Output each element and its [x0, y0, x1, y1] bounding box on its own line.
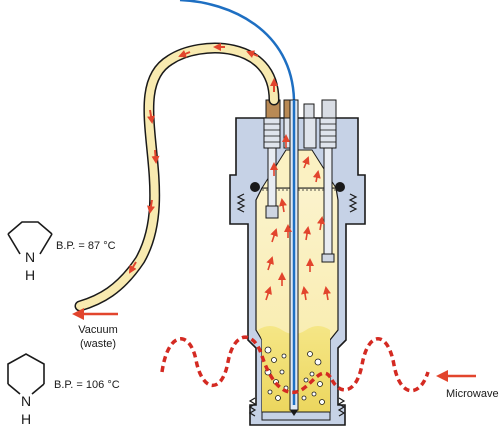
- microwave-label: Microwave: [446, 388, 499, 400]
- microwave-arrow: [436, 370, 476, 382]
- vacuum-arrow: [72, 308, 118, 320]
- fitting-grey-1: [303, 103, 315, 119]
- piperidine-h-atom: H: [21, 411, 31, 427]
- vessel-base: [261, 411, 331, 421]
- microwave-wave-left: [160, 335, 264, 388]
- microwave-wave-right: [330, 337, 430, 393]
- piperidine-n-atom: N: [21, 393, 31, 409]
- oring-left: [250, 182, 260, 192]
- vacuum-tube: [74, 42, 280, 312]
- oring-right: [335, 182, 345, 192]
- pyrrolidine-n-atom: N: [25, 249, 35, 265]
- microwave-waves: [160, 335, 430, 395]
- probe-tube: [323, 147, 333, 261]
- vessel-threads: [236, 193, 358, 417]
- fitting-grey-2: [321, 99, 337, 119]
- pyrrolidine-bp-label: B.P. = 87 °C: [56, 240, 116, 252]
- pyrrolidine-h-atom: H: [25, 267, 35, 283]
- vacuum-waste-label: (waste): [80, 338, 116, 350]
- vapor-flow-arrows: [264, 134, 331, 301]
- vacuum-label: Vacuum: [78, 324, 118, 336]
- boiling-bubbles: [264, 346, 325, 405]
- pyrrolidine-structure: [7, 221, 53, 255]
- piperidine-structure: [7, 353, 45, 395]
- fiber-optic-probe: [179, 0, 299, 416]
- microwave-wave-middle: [260, 355, 334, 395]
- piperidine-bp-label: B.P. = 106 °C: [54, 379, 120, 391]
